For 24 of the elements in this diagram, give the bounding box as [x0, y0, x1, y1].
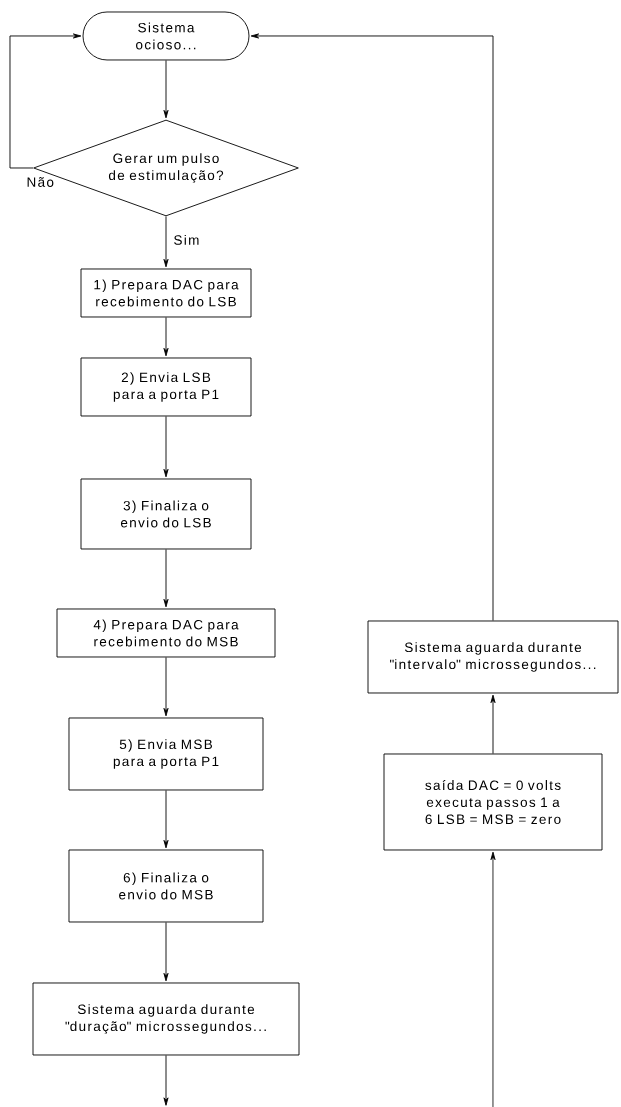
arrow: [163, 922, 169, 982]
arrow: [163, 1055, 169, 1106]
arrow: [250, 33, 494, 621]
arrow: [9, 33, 82, 169]
arrow: [163, 216, 169, 268]
process-box: 1) Prepara DAC para recebimento do LSB: [80, 268, 252, 318]
arrow: [163, 657, 169, 717]
process-box: Sistema aguarda durante "duração" microssegundos...: [32, 982, 300, 1056]
process-box: 2) Envia LSB para a porta P1: [80, 357, 252, 417]
process-box: Sistema aguarda durante "intervalo" microssegundos...: [367, 620, 619, 694]
arrow: [163, 60, 169, 119]
arrow: [163, 549, 169, 608]
arrow: [163, 416, 169, 478]
process-box: 6) Finaliza o envio do MSB: [68, 849, 264, 923]
arrow: [490, 694, 496, 754]
arrow: [490, 851, 496, 1107]
process-box: 3) Finaliza o envio do LSB: [80, 478, 252, 550]
process-box: 4) Prepara DAC para recebimento do MSB: [56, 608, 276, 658]
arrow: [163, 790, 169, 849]
arrow: [163, 317, 169, 357]
process-box: 5) Envia MSB para a porta P1: [68, 717, 264, 791]
edge-label: Sim: [172, 233, 201, 246]
terminal-box: Sistema ocioso...: [82, 11, 250, 61]
process-box: saída DAC = 0 volts executa passos 1 a 6 LSB = MSB = zero: [383, 753, 603, 851]
